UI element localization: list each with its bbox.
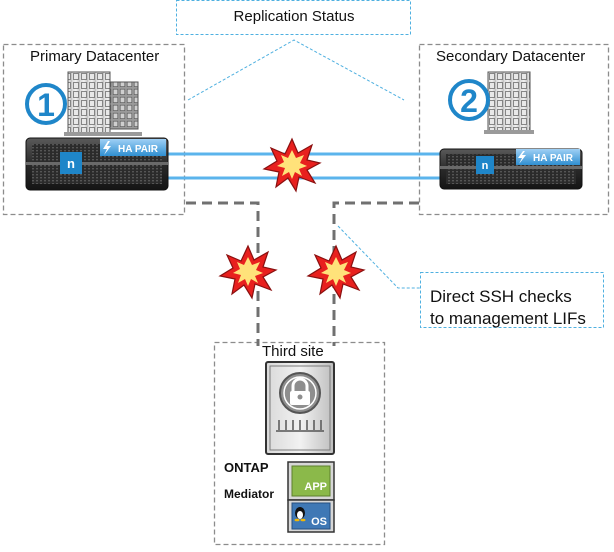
linux-penguin-icon xyxy=(294,507,306,522)
os-tile: OS xyxy=(287,499,335,533)
os-label: OS xyxy=(311,516,327,528)
ssh-checks-line-2: to management LIFs xyxy=(430,309,586,328)
netapp-storage-array-icon: n HA PAIR xyxy=(25,137,169,191)
secondary-number-badge: 2 xyxy=(448,79,490,121)
replication-status-label: Replication Status xyxy=(233,8,355,25)
office-buildings-icon xyxy=(64,71,142,136)
primary-datacenter-border xyxy=(2,43,186,216)
app-label: APP xyxy=(304,481,327,493)
secondary-datacenter-border xyxy=(418,43,610,216)
primary-mediator-break-icon xyxy=(219,245,277,299)
ontap-label: ONTAP xyxy=(224,460,269,475)
secondary-number: 2 xyxy=(460,83,478,119)
office-building-icon xyxy=(484,71,534,134)
third-site-border xyxy=(213,341,386,546)
mediator-server-icon xyxy=(265,361,335,455)
primary-ha-pair-badge: HA PAIR xyxy=(118,144,159,155)
primary-datacenter-label: Primary Datacenter xyxy=(30,48,160,65)
ssh-checks-pointer xyxy=(337,225,420,289)
secondary-ha-pair-badge: HA PAIR xyxy=(533,153,574,164)
secondary-mediator-break-icon xyxy=(307,245,365,299)
netapp-storage-array-icon: n HA PAIR xyxy=(439,148,583,190)
lock-icon xyxy=(279,372,321,414)
replication-break-icon xyxy=(263,138,321,192)
svg-text:n: n xyxy=(67,156,75,171)
secondary-datacenter-label: Secondary Datacenter xyxy=(436,48,586,65)
mediator-label: Mediator xyxy=(224,487,275,501)
app-tile: APP xyxy=(287,461,335,501)
ssh-checks-line-1: Direct SSH checks xyxy=(430,287,572,306)
ssh-checks-label: Direct SSH checks to management LIFs xyxy=(430,286,610,330)
third-site-label: Third site xyxy=(262,343,324,360)
ssh-checks-callout xyxy=(420,272,604,328)
primary-number: 1 xyxy=(37,87,55,123)
replication-status-pointer xyxy=(187,39,405,101)
mediator-link-secondary xyxy=(332,201,419,346)
mediator-link-primary xyxy=(186,201,260,346)
svg-text:n: n xyxy=(482,160,489,172)
primary-number-badge: 1 xyxy=(25,83,67,125)
replication-status-callout xyxy=(176,0,411,35)
